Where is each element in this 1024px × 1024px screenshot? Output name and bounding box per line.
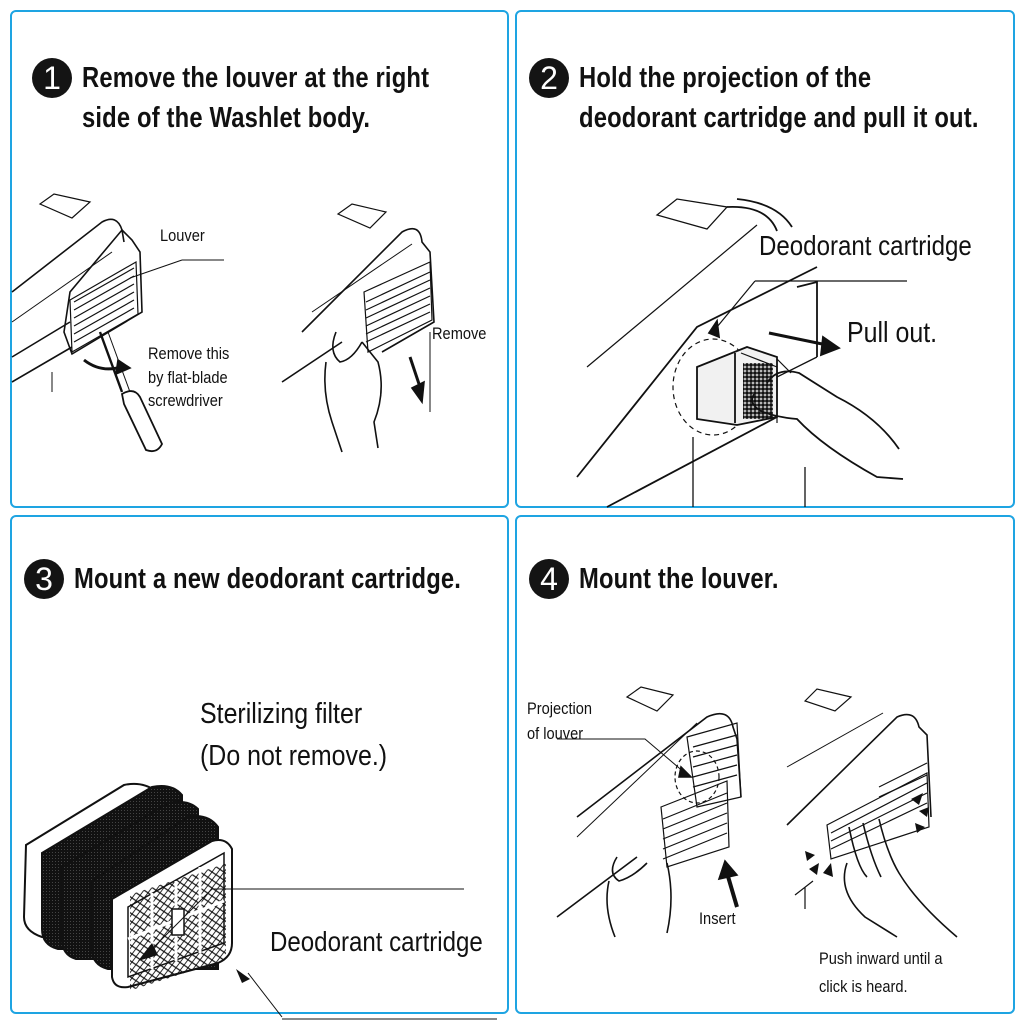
step-4-title-line-1: Mount the louver.	[579, 563, 779, 595]
deodorant-cartridge-label: Deodorant cartridge	[759, 230, 972, 261]
hand-removing-louver-illustration	[282, 192, 462, 472]
push-louver-illustration	[787, 677, 987, 937]
step-number-badge: 2	[529, 58, 569, 98]
do-not-remove-label: (Do not remove.)	[200, 740, 388, 772]
push-inward-label-line-1: Push inward until a	[819, 949, 943, 968]
washlet-screwdriver-illustration	[12, 182, 262, 482]
step-1-title: Remove the louver at the right side of t…	[82, 58, 429, 138]
louver-label: Louver	[160, 226, 205, 245]
step-1-title-line-1: Remove the louver at the right	[82, 62, 430, 94]
step-4-heading: 4 Mount the louver.	[529, 559, 822, 599]
insert-louver-illustration	[557, 677, 757, 937]
sterilizing-filter-label: Sterilizing filter	[200, 698, 363, 730]
step-1-title-line-2: side of the Washlet body.	[82, 102, 371, 134]
step-1-heading: 1 Remove the louver at the right side of…	[32, 58, 505, 138]
pull-out-label: Pull out.	[847, 317, 938, 349]
step-number-badge: 3	[24, 559, 64, 599]
remove-this-label-line-2: by flat-blade	[148, 368, 228, 387]
step-1-panel: 1 Remove the louver at the right side of…	[10, 10, 509, 508]
remove-this-label-line-3: screwdriver	[148, 391, 223, 410]
step-4-panel: 4 Mount the louver. Projection of louver…	[515, 515, 1015, 1014]
step-number-badge: 1	[32, 58, 72, 98]
remove-this-label-line-1: Remove this	[148, 344, 230, 363]
step-3-title-line-1: Mount a new deodorant cartridge.	[74, 563, 462, 595]
step-number-badge: 4	[529, 559, 569, 599]
step-2-title-line-1: Hold the projection of the	[579, 62, 872, 94]
projection-of-louver-label-line-1: Projection	[527, 699, 593, 718]
push-inward-label-line-2: click is heard.	[819, 977, 908, 996]
step-3-title: Mount a new deodorant cartridge.	[74, 559, 461, 599]
step-2-heading: 2 Hold the projection of the deodorant c…	[529, 58, 1024, 138]
deodorant-cartridge-illustration	[12, 677, 492, 997]
insert-label: Insert	[699, 909, 736, 928]
step-2-title: Hold the projection of the deodorant car…	[579, 58, 979, 138]
step-2-panel: 2 Hold the projection of the deodorant c…	[515, 10, 1015, 508]
step-3-heading: 3 Mount a new deodorant cartridge.	[24, 559, 546, 599]
step-4-title: Mount the louver.	[579, 559, 779, 599]
deodorant-cartridge-label: Deodorant cartridge	[270, 926, 483, 957]
projection-of-louver-label-line-2: of louver	[527, 724, 584, 743]
remove-label: Remove	[432, 324, 487, 343]
pull-out-cartridge-illustration	[577, 187, 977, 507]
step-2-title-line-2: deodorant cartridge and pull it out.	[579, 102, 979, 134]
step-3-panel: 3 Mount a new deodorant cartridge.	[10, 515, 509, 1014]
